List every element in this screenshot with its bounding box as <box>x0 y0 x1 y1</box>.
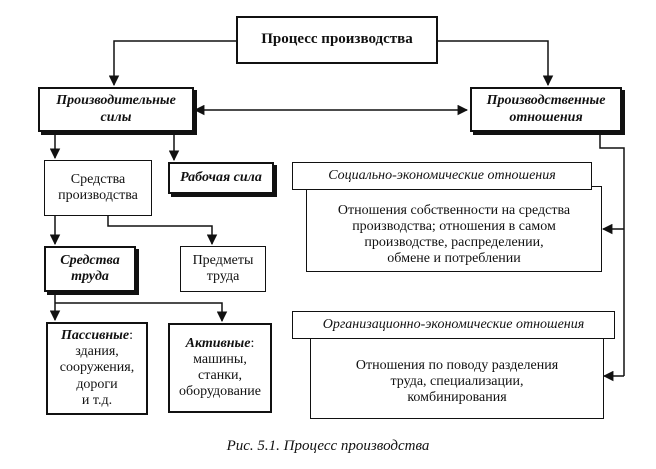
root-label: Процесс производства <box>261 31 413 48</box>
socio-economic-line-1: Отношения собственности на средства <box>337 202 571 218</box>
arrow-root-to-productive-forces <box>108 40 236 87</box>
passive-means-heading-text: Пассивные <box>61 328 130 344</box>
org-economic-body: Отношения по поводу разделения труда, сп… <box>310 335 604 419</box>
labor-force-label: Рабочая сила <box>180 169 262 185</box>
socio-economic-line-2: производства; отношения в самом <box>352 218 556 234</box>
org-economic-line-1: Отношения по поводу разделения <box>355 357 559 373</box>
socio-economic-line-4: обмене и потреблении <box>387 251 521 267</box>
active-means-heading-colon: : <box>250 335 255 351</box>
passive-means-heading-colon: : <box>129 328 133 344</box>
means-of-labor-node: Средства труда <box>44 246 136 292</box>
productive-forces-line-1: Производительные <box>56 93 176 109</box>
active-means-heading-text: Активные <box>185 335 251 351</box>
production-relations-line-1: Производственные <box>486 93 606 109</box>
production-relations-node: Производственные отношения <box>470 87 622 132</box>
arrow-means-to-objects-of-labor <box>107 216 218 246</box>
passive-means-node: Пассивные: здания, сооружения, дороги и … <box>46 322 148 415</box>
org-economic-title: Организационно-экономические отношения <box>292 311 615 339</box>
active-means-node: Активные: машины, станки, оборудование <box>168 323 272 413</box>
means-of-production-line-1: Средства <box>70 171 126 187</box>
labor-force-node: Рабочая сила <box>168 162 274 194</box>
passive-means-line-1: здания, <box>75 344 119 360</box>
socio-economic-line-3: производстве, распределении, <box>364 235 544 250</box>
figure-caption: Рис. 5.1. Процесс производства <box>226 438 430 454</box>
arrow-root-to-production-relations <box>438 40 554 87</box>
active-means-line-3: оборудование <box>178 384 262 400</box>
means-of-labor-line-1: Средства <box>60 252 120 268</box>
socio-economic-title: Социально-экономические отношения <box>292 162 592 190</box>
production-relations-line-2: отношения <box>509 109 583 125</box>
productive-forces-line-2: силы <box>100 109 132 125</box>
passive-means-heading: Пассивные: <box>61 328 133 344</box>
active-means-line-2: станки, <box>197 368 242 383</box>
root-node: Процесс производства <box>236 16 438 64</box>
socio-economic-body: Отношения собственности на средства прои… <box>306 186 602 272</box>
means-of-production-line-2: производства <box>58 188 138 203</box>
passive-means-line-4: и т.д. <box>81 392 113 408</box>
objects-of-labor-node: Предметы труда <box>180 246 266 292</box>
means-of-production-node: Средства производства <box>44 160 152 216</box>
objects-of-labor-line-2: труда <box>206 269 240 284</box>
passive-means-line-3: дороги <box>76 376 118 392</box>
org-economic-title-label: Организационно-экономические отношения <box>322 316 585 332</box>
active-means-line-1: машины, <box>193 351 247 367</box>
means-of-labor-line-2: труда <box>71 269 109 284</box>
productive-forces-node: Производительные силы <box>38 87 194 132</box>
arrow-labor-to-active <box>55 302 228 323</box>
relations-spine <box>599 131 625 376</box>
org-economic-line-3: комбинирования <box>407 390 507 406</box>
objects-of-labor-line-1: Предметы <box>192 252 254 268</box>
socio-economic-title-label: Социально-экономические отношения <box>328 167 556 183</box>
org-economic-line-2: труда, специализации, <box>390 373 524 389</box>
active-means-heading: Активные: <box>186 336 255 352</box>
passive-means-line-2: сооружения, <box>59 360 135 376</box>
